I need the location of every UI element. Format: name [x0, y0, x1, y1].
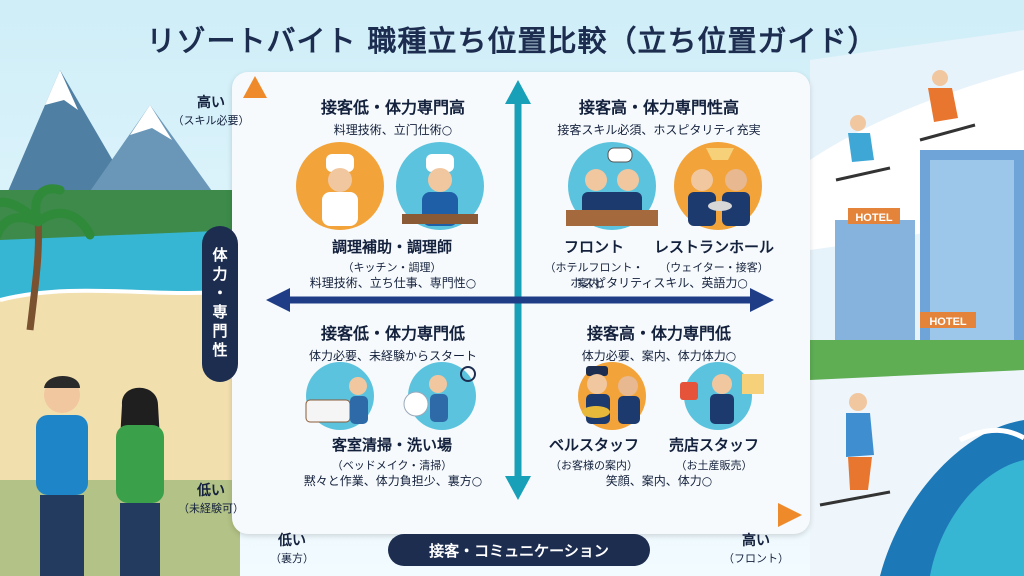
y-axis-low: 低い （未経験可） — [170, 480, 252, 516]
job-name: 客室清掃・洗い場 — [324, 434, 460, 455]
quadrant-traits: 黙々と作業、体力負担少、裏方○ — [268, 472, 518, 489]
job-name: 調理補助・調理師 — [324, 236, 460, 257]
x-axis-low: 低い （裏方） — [262, 530, 322, 566]
y-axis-high: 高い （スキル必要） — [170, 92, 252, 128]
x-axis-low-label: 低い — [262, 530, 322, 550]
job-name: 売店スタッフ — [650, 434, 778, 455]
y-axis-low-sub: （未経験可） — [170, 500, 252, 516]
quadrant-traits: ホスピタリティスキル、英語力○ — [534, 274, 784, 291]
x-axis-high: 高い （フロント） — [716, 530, 796, 566]
y-axis-high-sub: （スキル必要） — [170, 112, 252, 128]
quadrant-top-right: 接客高・体力専門性高 接客スキル必須、ホスピタリティ充実 — [534, 94, 784, 138]
job-card-restaurant-hall: レストランホール （ウェイター・接客） — [650, 236, 778, 275]
job-name: レストランホール — [650, 236, 778, 257]
quadrant-heading: 接客高・体力専門低 — [534, 320, 784, 344]
bellhop-icon — [556, 360, 776, 432]
quadrant-top-left: 接客低・体力専門高 料理技術、立门仕術○ — [268, 94, 518, 138]
job-name: ベルスタッフ — [540, 434, 648, 455]
x-axis-badge: 接客・コミュニケーション — [388, 534, 650, 566]
x-axis-arrowhead — [778, 503, 802, 527]
y-axis-low-label: 低い — [170, 480, 252, 500]
job-name: フロント — [540, 236, 648, 257]
x-axis-high-sub: （フロント） — [716, 550, 796, 566]
y-axis-high-label: 高い — [170, 92, 252, 112]
quadrant-bottom-right: 接客高・体力専門低 体力必要、案内、体力体力○ — [534, 320, 784, 364]
quadrant-subheading: 料理技術、立门仕術○ — [268, 121, 518, 138]
quadrant-heading: 接客低・体力専門低 — [268, 320, 518, 344]
housekeeper-icon — [292, 360, 492, 432]
job-sub: （お客様の案内） — [540, 457, 648, 473]
job-card-shop-staff: 売店スタッフ （お土産販売） — [650, 434, 778, 473]
job-sub: （お土産販売） — [650, 457, 778, 473]
job-sub: （ベッドメイク・清掃） — [324, 457, 460, 473]
x-axis-high-label: 高い — [716, 530, 796, 550]
quadrant-traits: 料理技術、立ち仕事、専門性○ — [268, 274, 518, 291]
y-axis-badge: 体力・専門性 — [202, 226, 238, 382]
x-axis-low-sub: （裏方） — [262, 550, 322, 566]
job-card-housekeeping: 客室清掃・洗い場 （ベッドメイク・清掃） — [324, 434, 460, 473]
job-card-kitchen: 調理補助・調理師 （キッチン・調理） — [324, 236, 460, 275]
job-sub: （ウェイター・接客） — [650, 259, 778, 275]
quadrant-heading: 接客高・体力専門性高 — [534, 94, 784, 118]
quadrant-heading: 接客低・体力専門高 — [268, 94, 518, 118]
job-card-bell-staff: ベルスタッフ （お客様の案内） — [540, 434, 648, 473]
quadrant-bottom-left: 接客低・体力専門低 体力必要、未経験からスタート — [268, 320, 518, 364]
quadrant-traits: 笑顔、案内、体力○ — [534, 472, 784, 489]
chef-icon — [292, 140, 492, 232]
receptionist-icon — [556, 140, 776, 232]
job-sub: （キッチン・調理） — [324, 259, 460, 275]
quadrant-subheading: 接客スキル必須、ホスピタリティ充実 — [534, 121, 784, 138]
